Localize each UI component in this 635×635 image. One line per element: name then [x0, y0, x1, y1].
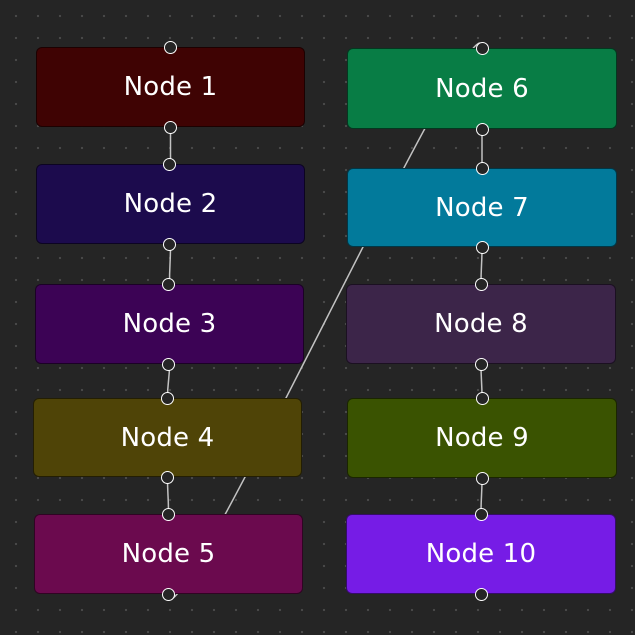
node-10[interactable]: Node 10	[346, 514, 616, 594]
node-6-output-port[interactable]	[475, 122, 489, 136]
node-8-input-port[interactable]	[474, 277, 488, 291]
node-7-input-port[interactable]	[475, 161, 489, 175]
node-1[interactable]: Node 1	[36, 47, 305, 127]
node-6-input-port[interactable]	[475, 41, 489, 55]
node-7-output-port[interactable]	[475, 240, 489, 254]
node-label: Node 10	[425, 539, 537, 569]
node-3-output-port[interactable]	[161, 357, 175, 371]
node-2[interactable]: Node 2	[36, 164, 305, 244]
node-label: Node 3	[122, 309, 217, 339]
node-6[interactable]: Node 6	[347, 48, 617, 129]
node-label: Node 4	[120, 422, 215, 453]
node-10-output-port[interactable]	[474, 587, 488, 601]
node-3[interactable]: Node 3	[35, 284, 304, 364]
node-label: Node 8	[434, 309, 528, 339]
node-label: Node 9	[435, 423, 529, 453]
node-5[interactable]: Node 5	[34, 514, 303, 594]
node-5-output-port[interactable]	[161, 587, 175, 601]
node-1-input-port[interactable]	[163, 40, 177, 54]
node-9-output-port[interactable]	[475, 471, 489, 485]
node-9[interactable]: Node 9	[347, 398, 617, 478]
node-4-output-port[interactable]	[160, 470, 174, 484]
node-label: Node 2	[123, 189, 218, 219]
node-4[interactable]: Node 4	[33, 398, 302, 477]
node-5-input-port[interactable]	[161, 507, 175, 521]
node-label: Node 1	[123, 72, 218, 102]
node-label: Node 5	[121, 539, 216, 569]
node-1-output-port[interactable]	[163, 120, 177, 134]
node-label: Node 7	[435, 192, 529, 223]
node-2-input-port[interactable]	[162, 157, 176, 171]
node-2-output-port[interactable]	[162, 237, 176, 251]
node-3-input-port[interactable]	[161, 277, 175, 291]
node-7[interactable]: Node 7	[347, 168, 617, 247]
node-label: Node 6	[435, 73, 529, 104]
node-8-output-port[interactable]	[474, 357, 488, 371]
node-4-input-port[interactable]	[160, 391, 174, 405]
node-9-input-port[interactable]	[475, 391, 489, 405]
node-10-input-port[interactable]	[474, 507, 488, 521]
node-8[interactable]: Node 8	[346, 284, 616, 364]
